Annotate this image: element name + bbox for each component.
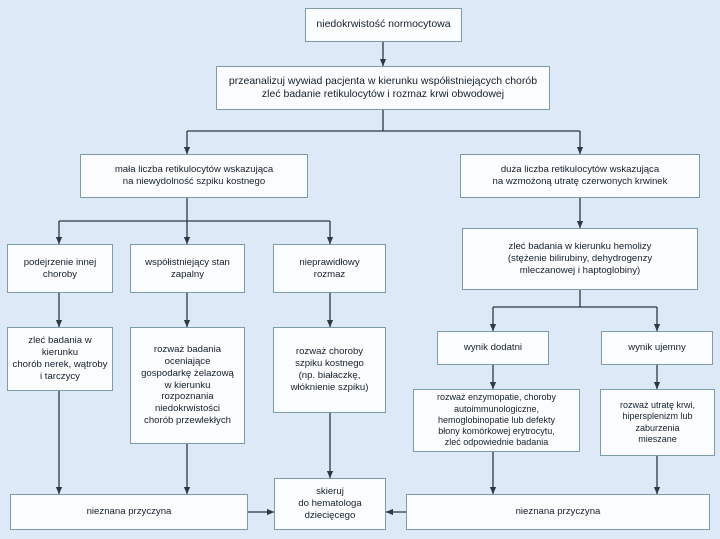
node-workup-label: przeanalizuj wywiad pacjenta w kierunku …	[228, 74, 538, 100]
node-abnormal-smear[interactable]: nieprawidłowy rozmaz	[273, 244, 386, 293]
node-high-reticulocytes[interactable]: duża liczba retikulocytów wskazująca na …	[460, 154, 700, 198]
node-refer-hematologist[interactable]: skieruj do hematologa dziecięcego	[274, 478, 386, 530]
node-result-negative[interactable]: wynik ujemny	[601, 331, 713, 365]
node-unknown-cause-left-label: nieznana przyczyna	[86, 506, 172, 517]
node-result-negative-label: wynik ujemny	[628, 342, 686, 353]
node-high-reticulocytes-label: duża liczba retikulocytów wskazująca na …	[492, 164, 668, 187]
node-unknown-cause-left[interactable]: nieznana przyczyna	[10, 494, 248, 530]
node-root-label: niedokrwistość normocytowa	[316, 18, 451, 31]
node-hemolysis-tests-label: zleć badania w kierunku hemolizy (stężen…	[507, 241, 653, 276]
node-abnormal-smear-label: nieprawidłowy rozmaz	[299, 256, 360, 280]
node-other-disease-label: podejrzenie innej choroby	[23, 256, 97, 280]
node-result-positive-label: wynik dodatni	[463, 342, 523, 353]
node-negative-followup-label: rozważ utratę krwi, hipersplenizm lub za…	[619, 400, 696, 444]
node-positive-followup[interactable]: rozważ enzymopatie, choroby autoimmunolo…	[413, 389, 580, 452]
node-kidney-liver-thyroid-label: zleć badania w kierunku chorób nerek, wą…	[12, 335, 108, 382]
node-marrow-disease[interactable]: rozważ choroby szpiku kostnego (np. biał…	[273, 327, 386, 413]
node-refer-hematologist-label: skieruj do hematologa dziecięcego	[298, 486, 362, 521]
node-negative-followup[interactable]: rozważ utratę krwi, hipersplenizm lub za…	[600, 389, 715, 456]
node-positive-followup-label: rozważ enzymopatie, choroby autoimmunolo…	[436, 392, 557, 448]
node-unknown-cause-right-label: nieznana przyczyna	[515, 506, 601, 517]
node-low-reticulocytes-label: mała liczba retikulocytów wskazująca na …	[114, 164, 274, 187]
node-workup[interactable]: przeanalizuj wywiad pacjenta w kierunku …	[216, 66, 550, 110]
node-hemolysis-tests[interactable]: zleć badania w kierunku hemolizy (stężen…	[462, 228, 698, 290]
node-kidney-liver-thyroid[interactable]: zleć badania w kierunku chorób nerek, wą…	[7, 327, 113, 391]
node-result-positive[interactable]: wynik dodatni	[437, 331, 549, 365]
node-root[interactable]: niedokrwistość normocytowa	[305, 8, 462, 42]
node-marrow-disease-label: rozważ choroby szpiku kostnego (np. biał…	[290, 346, 369, 393]
node-low-reticulocytes[interactable]: mała liczba retikulocytów wskazująca na …	[80, 154, 308, 198]
node-other-disease[interactable]: podejrzenie innej choroby	[7, 244, 113, 293]
node-iron-studies[interactable]: rozważ badania oceniające gospodarkę żel…	[130, 327, 245, 444]
node-inflammation[interactable]: współistniejący stan zapalny	[130, 244, 245, 293]
node-inflammation-label: współistniejący stan zapalny	[145, 256, 230, 280]
node-unknown-cause-right[interactable]: nieznana przyczyna	[406, 494, 710, 530]
node-iron-studies-label: rozważ badania oceniające gospodarkę żel…	[141, 343, 234, 427]
